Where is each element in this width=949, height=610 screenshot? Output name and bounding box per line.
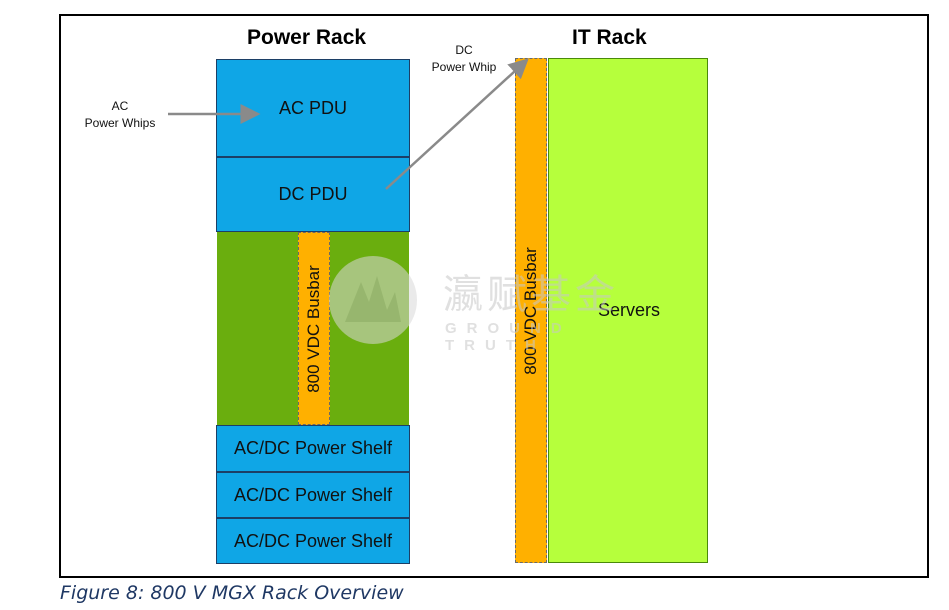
servers-label: Servers (597, 300, 660, 320)
it-rack-title: IT Rack (572, 26, 647, 49)
watermark-cn-text: 瀛赋基金 (443, 272, 619, 318)
dc-label-line2: Power Whip (431, 60, 497, 74)
figure-caption: Figure 8: 800 V MGX Rack Overview (60, 582, 404, 604)
diagram-frame (59, 14, 929, 578)
servers-block: Servers (548, 58, 708, 563)
dc-whip-arrow (385, 58, 529, 190)
power-shelf-2-label: AC/DC Power Shelf (233, 484, 393, 505)
ac-label-line2: Power Whips (84, 116, 156, 130)
power-shelf-3: AC/DC Power Shelf (216, 518, 410, 564)
power-shelf-1-label: AC/DC Power Shelf (233, 438, 393, 458)
dc-pdu-block: DC PDU (216, 157, 410, 232)
watermark-en-text: GROUND TRUTH (445, 320, 572, 354)
watermark: 瀛赋基金 GROUND TRUTH (325, 252, 655, 354)
power-rack-busbar: 800 VDC Busbar (298, 232, 330, 425)
ac-power-whips-label: AC Power Whips (70, 98, 170, 132)
power-rack-title: Power Rack (247, 26, 367, 49)
power-shelf-1: AC/DC Power Shelf (216, 425, 410, 472)
ac-label-line1: AC (111, 99, 129, 113)
dc-label-line1: DC (455, 43, 473, 57)
it-rack-busbar: 800 VDC Busbar (515, 58, 547, 563)
power-shelf-2: AC/DC Power Shelf (216, 472, 410, 518)
dc-pdu-label: DC PDU (278, 184, 348, 204)
ac-pdu-label: AC PDU (278, 97, 347, 118)
power-shelf-3-label: AC/DC Power Shelf (233, 530, 393, 551)
watermark-logo-icon (329, 256, 417, 344)
dc-power-whip-label: DC Power Whip (416, 42, 512, 76)
